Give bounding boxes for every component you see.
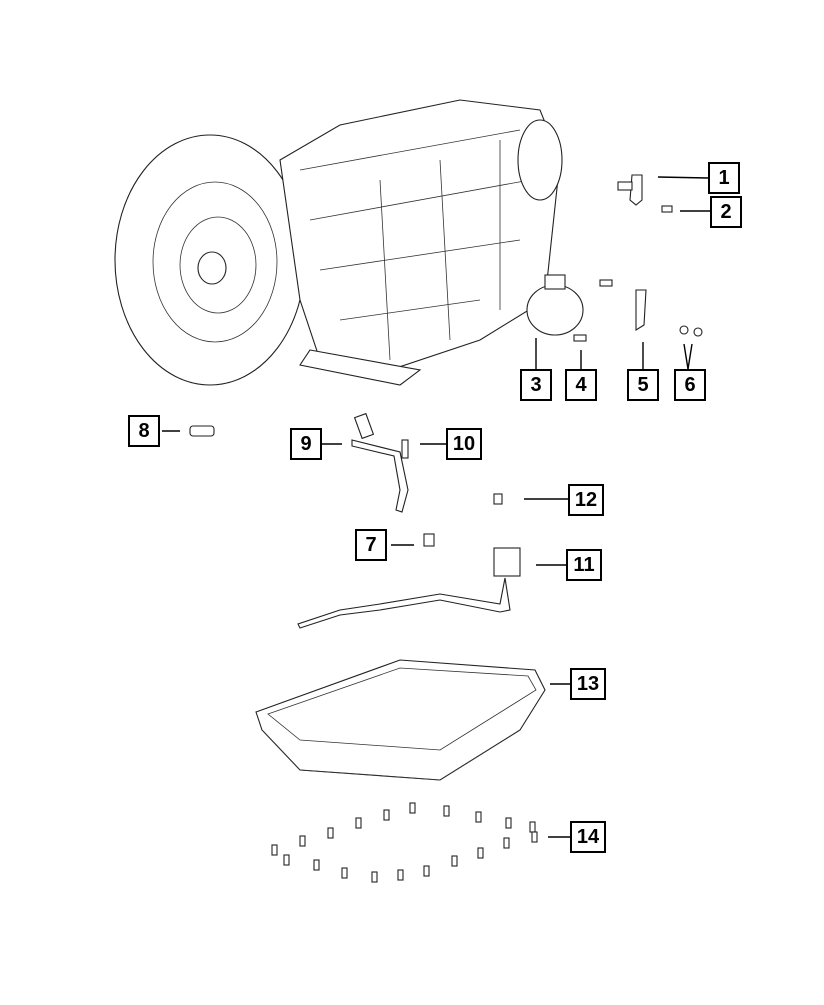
callout-14[interactable]: 14 <box>570 821 606 853</box>
part-10-bolt <box>401 439 446 459</box>
callout-9[interactable]: 9 <box>290 428 322 460</box>
part-9-tube <box>322 412 409 513</box>
callout-10[interactable]: 10 <box>446 428 482 460</box>
callout-12[interactable]: 12 <box>568 484 604 516</box>
callout-2[interactable]: 2 <box>710 196 742 228</box>
callout-7[interactable]: 7 <box>355 529 387 561</box>
callout-5[interactable]: 5 <box>627 369 659 401</box>
part-6-nuts <box>679 325 703 370</box>
callout-8[interactable]: 8 <box>128 415 160 447</box>
callout-11[interactable]: 11 <box>566 549 602 581</box>
part-11-harness <box>297 547 566 629</box>
part-1-sensor <box>617 174 709 206</box>
callout-13[interactable]: 13 <box>570 668 606 700</box>
part-7-switch <box>391 533 435 547</box>
part-14-pan-bolts <box>271 802 570 883</box>
transmission-assembly <box>114 99 563 386</box>
part-12-bolt <box>493 493 568 505</box>
part-13-oil-pan <box>255 659 570 781</box>
part-3-switch <box>526 274 584 369</box>
callout-6[interactable]: 6 <box>674 369 706 401</box>
part-4-bolt <box>573 279 613 369</box>
part-2-bolt <box>661 205 710 213</box>
callout-1[interactable]: 1 <box>708 162 740 194</box>
part-8-fitting <box>162 425 215 437</box>
callout-4[interactable]: 4 <box>565 369 597 401</box>
callout-3[interactable]: 3 <box>520 369 552 401</box>
part-5-lever <box>635 289 647 369</box>
